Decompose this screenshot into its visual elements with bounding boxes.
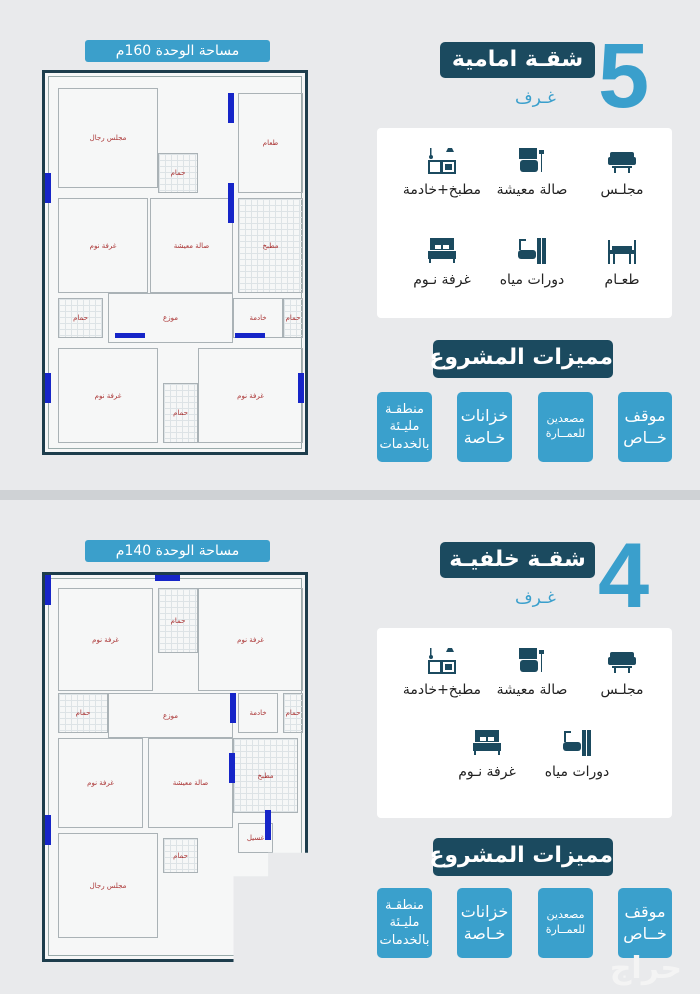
feature-bed: غرفة نـوم (397, 236, 487, 288)
feature-label: غرفة نـوم (413, 272, 471, 288)
highlight-tile: خزانات خـاصة (457, 392, 512, 462)
rooms-word: غـرف (515, 88, 556, 108)
features-card: مجلـس صالة معيشة مطبخ+خادمة طعـام دورات مياه… (377, 128, 672, 318)
room: حمام (158, 588, 198, 653)
room: حمام (58, 693, 108, 733)
feature-label: مجلـس (600, 682, 644, 698)
room: غرفة نوم (58, 738, 143, 828)
apartment-title: شقـة امامية (440, 42, 595, 78)
rooms-count: 5 (598, 25, 650, 127)
room: صالة معيشة (150, 198, 233, 293)
room: خادمة (238, 693, 278, 733)
rooms-count: 4 (598, 525, 650, 627)
room: صالة معيشة (148, 738, 233, 828)
room: حمام (163, 838, 198, 873)
room: غرفة نوم (58, 198, 148, 293)
room: حمام (158, 153, 198, 193)
feature-sofa: مجلـس (577, 146, 667, 198)
sofa-icon (608, 152, 636, 173)
highlight-tile: موقف خــاص (618, 392, 672, 462)
room: مجلس رجال (58, 88, 158, 188)
highlight-tile: منطقـة مليـئة بالخدمات (377, 888, 432, 958)
window-mark (228, 93, 234, 123)
window-mark (298, 373, 304, 403)
unit-area-badge: مساحة الوحدة 140م (85, 540, 270, 562)
room: مجلس رجال (58, 833, 158, 938)
room: حمام (283, 298, 303, 338)
feature-label: دورات مياه (499, 272, 565, 288)
window-mark (45, 173, 51, 203)
room: مطبخ (233, 738, 298, 813)
room: موزع (108, 293, 233, 343)
window-mark (230, 693, 236, 723)
highlight-tile: موقف خــاص (618, 888, 672, 958)
highlights-title: مميزات المشروع (429, 340, 613, 378)
window-mark (235, 333, 265, 338)
window-mark (45, 815, 51, 845)
feature-armchair: صالة معيشة (487, 646, 577, 698)
feature-label: صالة معيشة (496, 182, 568, 198)
feature-label: مجلـس (600, 182, 644, 198)
feature-label: صالة معيشة (496, 682, 568, 698)
feature-dining-table: طعـام (577, 236, 667, 288)
kitchen-icon (428, 648, 456, 674)
bed-icon (473, 730, 501, 755)
room: غسيل (238, 823, 273, 853)
room: طعام (238, 93, 303, 193)
bathtub-icon (563, 730, 591, 756)
room: مطبخ (238, 198, 303, 293)
window-mark (155, 575, 180, 581)
room: موزع (108, 693, 233, 738)
feature-label: غرفة نـوم (458, 764, 516, 780)
dining-table-icon (608, 240, 636, 264)
window-mark (229, 753, 235, 783)
kitchen-icon (428, 148, 456, 174)
room: غرفة نوم (198, 588, 303, 691)
feature-label: مطبخ+خادمة (402, 682, 482, 698)
sofa-icon (608, 652, 636, 673)
unit-area-badge: مساحة الوحدة 160م (85, 40, 270, 62)
highlight-tile: مصعدين للعمــارة (538, 888, 593, 958)
window-mark (228, 183, 234, 223)
room: خادمة (233, 298, 283, 338)
feature-sofa: مجلـس (577, 646, 667, 698)
highlight-tile: خزانات خـاصة (457, 888, 512, 958)
feature-bed: غرفة نـوم (442, 728, 532, 780)
highlight-tile: مصعدين للعمــارة (538, 392, 593, 462)
armchair-icon (519, 648, 544, 672)
room: غرفة نوم (58, 588, 153, 691)
feature-kitchen: مطبخ+خادمة (397, 646, 487, 698)
window-mark (45, 575, 51, 605)
feature-label: طعـام (604, 272, 640, 288)
armchair-icon (519, 148, 544, 172)
feature-bathtub: دورات مياه (532, 728, 622, 780)
features-card: مجلـس صالة معيشة مطبخ+خادمة دورات مياه غرفة … (377, 628, 672, 818)
window-mark (265, 810, 271, 840)
highlights-title: مميزات المشروع (429, 838, 613, 876)
apartment-title: شقـة خلفيـة (440, 542, 595, 578)
window-mark (115, 333, 145, 338)
watermark-logo: حراج (609, 951, 682, 986)
room: حمام (58, 298, 103, 338)
rooms-word: غـرف (515, 588, 556, 608)
highlight-tile: منطقـة مليـئة بالخدمات (377, 392, 432, 462)
room: غرفة نوم (58, 348, 158, 443)
bed-icon (428, 238, 456, 263)
room: حمام (163, 383, 198, 443)
room: غرفة نوم (198, 348, 303, 443)
feature-label: دورات مياه (544, 764, 610, 780)
bathtub-icon (518, 238, 546, 264)
feature-kitchen: مطبخ+خادمة (397, 146, 487, 198)
feature-bathtub: دورات مياه (487, 236, 577, 288)
feature-label: مطبخ+خادمة (402, 182, 482, 198)
window-mark (45, 373, 51, 403)
feature-armchair: صالة معيشة (487, 146, 577, 198)
room: حمام (283, 693, 303, 733)
